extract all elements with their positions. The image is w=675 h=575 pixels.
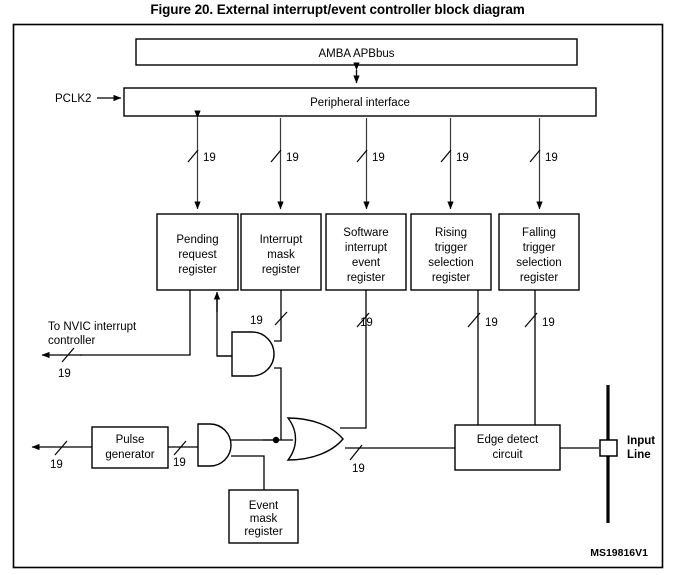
width-label-nvic: 19	[58, 368, 71, 380]
slash-rising	[440, 149, 452, 163]
interrupt-mask-register-line3: register	[262, 264, 301, 276]
slash-rising-out	[467, 312, 481, 328]
pending-request-register-line2: request	[178, 249, 217, 261]
software-event-register-line4: register	[347, 272, 386, 284]
pclk2-label: PCLK2	[55, 93, 91, 105]
width-label-mask-out: 19	[250, 315, 263, 327]
peripheral-interface-label: Peripheral interface	[310, 97, 410, 109]
width-label-pulse-in: 19	[173, 457, 186, 469]
slash-falling-out	[524, 312, 538, 328]
width-label-pending: 19	[203, 152, 216, 164]
figure-title: Figure 20. External interrupt/event cont…	[150, 2, 525, 17]
falling-trigger-selection-register-block	[498, 213, 580, 291]
event-mask-to-and-wire	[231, 455, 265, 490]
edge-detect-line1: Edge detect	[477, 434, 539, 446]
pulse-generator-line2: generator	[105, 449, 154, 461]
width-label-falling-out: 19	[542, 317, 555, 329]
rising-trigger-register-line2: trigger	[435, 242, 468, 254]
slash-or-out	[349, 444, 363, 461]
slash-nvic	[61, 347, 75, 363]
event-mask-register-line1: Event	[249, 500, 279, 512]
to-nvic-label-line2: controller	[48, 335, 95, 347]
event-mask-register-line3: register	[244, 526, 283, 538]
slash-interrupt-mask	[270, 149, 282, 163]
rising-trigger-register-line4: register	[432, 272, 471, 284]
slash-falling	[529, 149, 541, 163]
falling-trigger-register-line1: Falling	[522, 227, 556, 239]
peripheral-interface-block	[123, 87, 597, 117]
event-mask-register-line2: mask	[250, 513, 278, 525]
event-or-gate	[286, 417, 344, 461]
input-line-label-2: Line	[627, 449, 651, 461]
interrupt-mask-register-block	[240, 213, 322, 291]
edge-detect-circuit-block	[454, 424, 561, 471]
event-mask-register-block	[228, 489, 299, 544]
software-event-register-line1: Software	[343, 227, 388, 239]
width-label-software-out: 19	[360, 317, 373, 329]
slash-pulse-out	[54, 440, 68, 456]
nvic-output-wire	[80, 290, 191, 356]
rising-trigger-register-line3: selection	[428, 257, 473, 269]
amba-apb-bus-label: AMBA APBbus	[318, 48, 394, 60]
width-label-rising: 19	[456, 152, 469, 164]
software-interrupt-event-register-block	[325, 213, 407, 291]
software-event-register-line2: interrupt	[345, 242, 388, 254]
rising-trigger-selection-register-block	[410, 213, 492, 291]
and-gate-mask-input	[274, 290, 282, 342]
document-code-label: MS19816V1	[590, 547, 648, 559]
slash-software-out	[356, 312, 370, 328]
input-line-pad	[599, 439, 618, 457]
width-label-or-out: 19	[352, 463, 365, 475]
pulse-generator-block	[91, 426, 169, 469]
figure-frame	[12, 23, 664, 569]
software-event-to-or-wire	[340, 290, 367, 429]
input-line-label-1: Input	[627, 435, 655, 447]
width-label-interrupt-mask: 19	[286, 152, 299, 164]
width-label-rising-out: 19	[485, 317, 498, 329]
width-label-falling: 19	[545, 152, 558, 164]
interrupt-mask-register-line1: Interrupt	[260, 234, 304, 246]
pending-request-register-block	[156, 213, 239, 291]
event-and-gate	[197, 423, 232, 467]
to-nvic-label-line1: To NVIC interrupt	[48, 321, 137, 333]
edge-detect-line2: circuit	[492, 449, 523, 461]
falling-trigger-register-line3: selection	[516, 257, 561, 269]
slash-pulse-in	[173, 440, 187, 456]
slash-pending	[187, 149, 199, 163]
falling-trigger-register-line2: trigger	[523, 242, 556, 254]
pending-request-register-line3: register	[178, 264, 217, 276]
pending-request-register-line1: Pending	[176, 234, 218, 246]
falling-trigger-register-line4: register	[520, 272, 559, 284]
width-label-pulse-out: 19	[50, 459, 63, 471]
software-event-register-line3: event	[352, 257, 381, 269]
width-label-software: 19	[372, 152, 385, 164]
interrupt-and-gate	[231, 331, 275, 377]
slash-mask-out	[274, 311, 288, 326]
pulse-generator-line1: Pulse	[116, 434, 145, 446]
and-gate-output-wire	[274, 367, 282, 440]
interrupt-mask-register-line2: mask	[267, 249, 295, 261]
rising-trigger-register-line1: Rising	[435, 227, 467, 239]
slash-software	[356, 149, 368, 163]
